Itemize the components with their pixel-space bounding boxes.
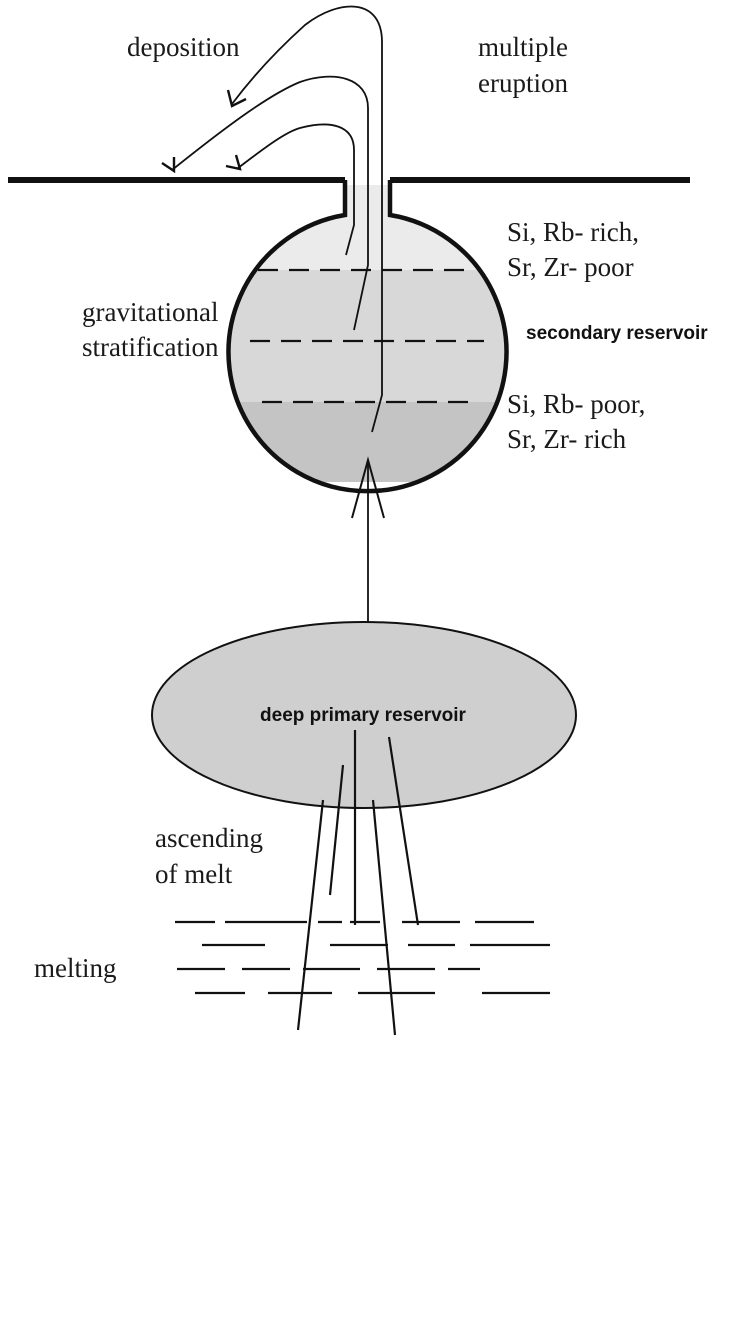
- deposition-arrowheads: [161, 89, 247, 174]
- conduit-long: [231, 5, 383, 433]
- middle-magma-layer: [228, 270, 507, 402]
- deep-primary-reservoir: [151, 621, 577, 809]
- multiple-eruption-label-line1: multiple: [478, 32, 568, 62]
- upper-chemistry-label-line2: Sr, Zr- poor: [507, 252, 634, 282]
- ascending-melt-label-line1: ascending: [155, 823, 263, 853]
- multiple-eruption-label-line2: eruption: [478, 68, 568, 98]
- melt-streak: [296, 799, 325, 1031]
- melt-streak: [387, 736, 420, 926]
- upper-chemistry-label-line1: Si, Rb- rich,: [507, 217, 639, 247]
- secondary-reservoir-fill: [228, 185, 507, 482]
- gravitational-stratification-label-line2: stratification: [82, 332, 219, 362]
- arrowhead-short: [225, 154, 242, 171]
- conduit-short: [237, 123, 355, 256]
- arrowhead-medium: [161, 157, 176, 174]
- ascending-melt-label-line2: of melt: [155, 859, 233, 889]
- eruption-conduits: [171, 5, 383, 433]
- ascent-arrowhead: [351, 456, 385, 519]
- arrowhead-long: [226, 89, 247, 108]
- gravitational-stratification-label-line1: gravitational: [82, 297, 218, 327]
- deposition-label: deposition: [127, 32, 240, 62]
- lower-chemistry-label-line1: Si, Rb- poor,: [507, 389, 645, 419]
- deep-primary-reservoir-label: deep primary reservoir: [260, 705, 467, 726]
- melting-label: melting: [34, 953, 117, 983]
- stratification-lines: [250, 268, 484, 404]
- melt-streak: [371, 799, 397, 1036]
- melting-zone: [175, 920, 550, 995]
- melt-streak: [328, 764, 345, 896]
- ascending-melt-streaks: [296, 730, 420, 1036]
- conduit-medium: [171, 75, 369, 331]
- secondary-reservoir-label: secondary reservoir: [526, 323, 708, 344]
- lower-chemistry-label-line2: Sr, Zr- rich: [507, 424, 627, 454]
